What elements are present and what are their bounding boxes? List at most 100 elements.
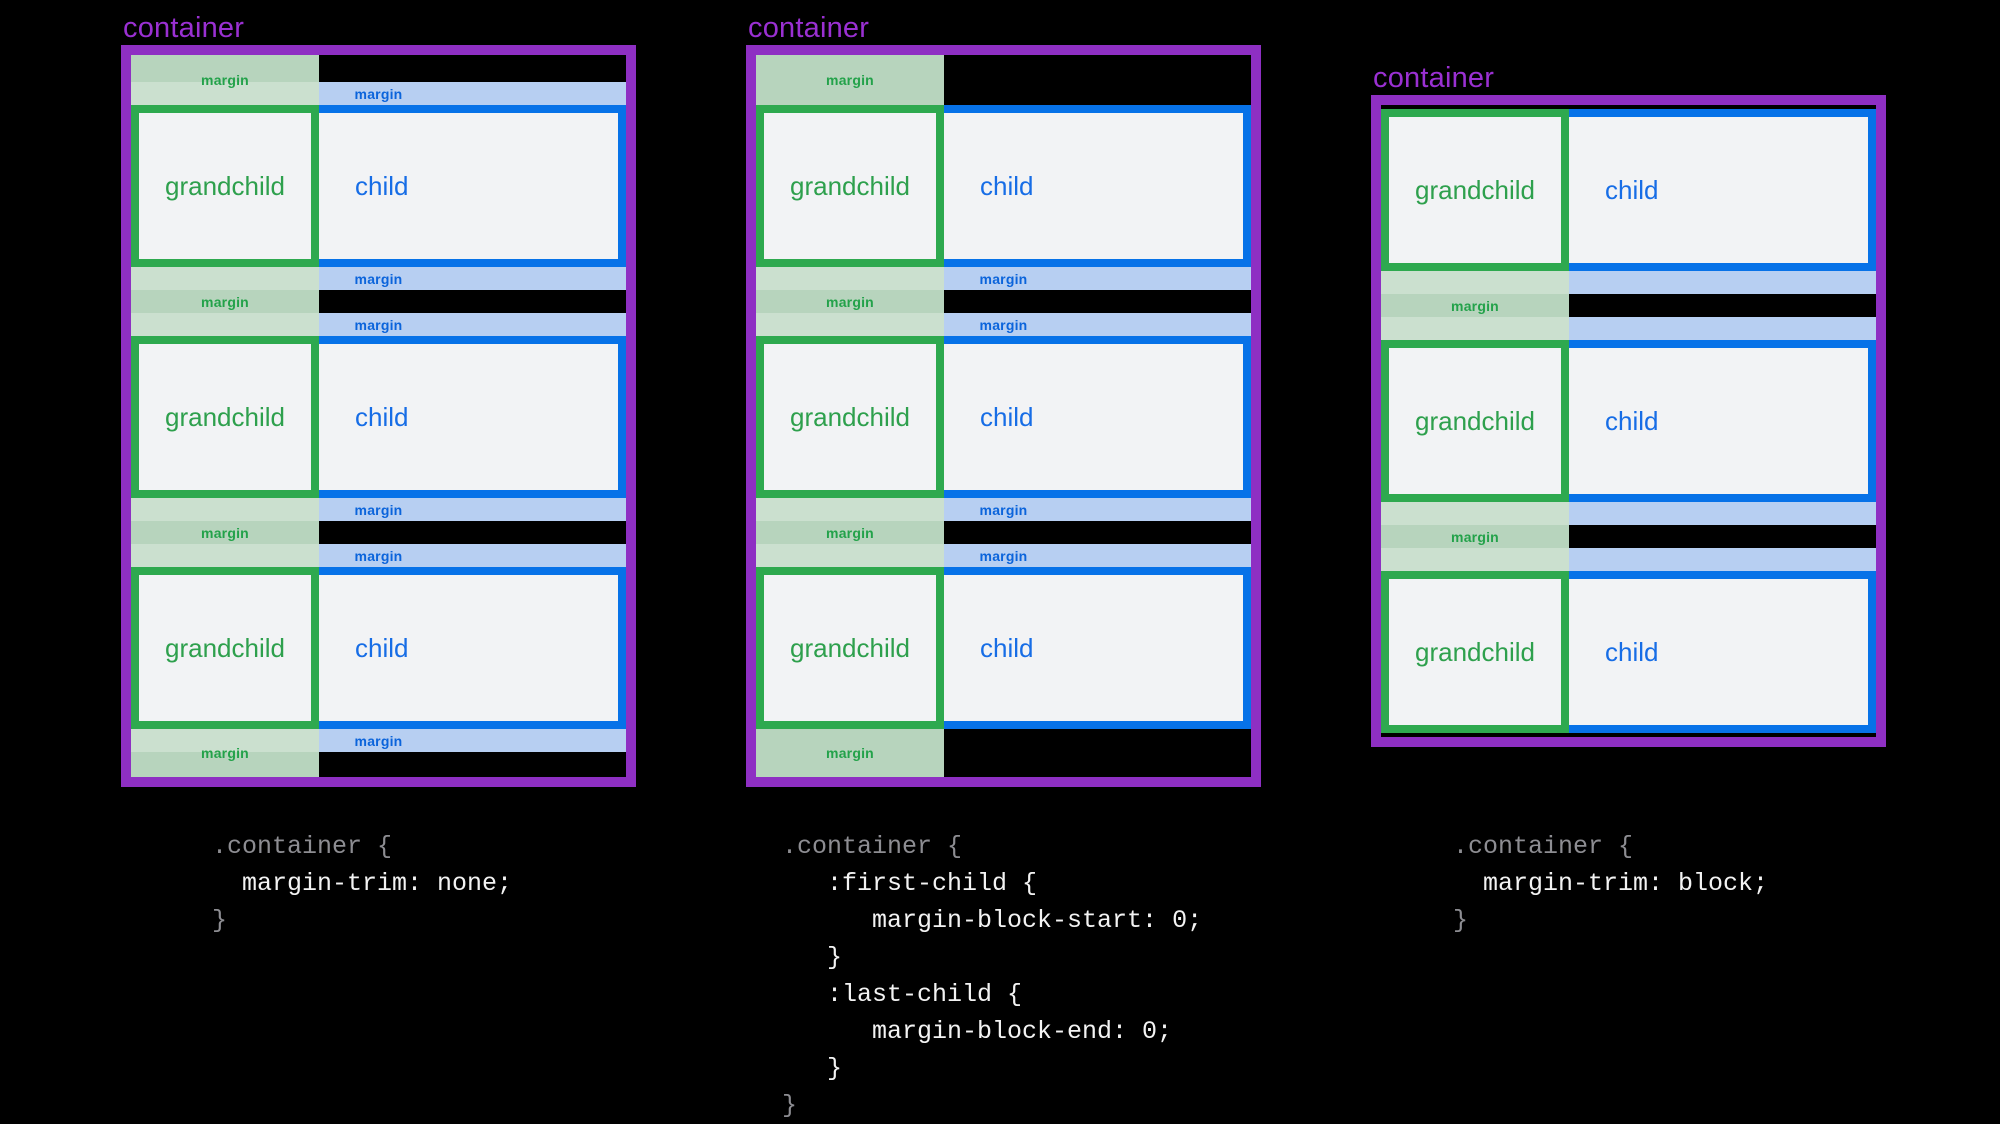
- grandchild-label: grandchild: [1415, 636, 1535, 667]
- grandchild-margin-strip: [1381, 271, 1569, 294]
- grandchild-margin-strip: [131, 55, 319, 82]
- grandchild-margin-label: margin: [826, 72, 874, 88]
- grandchild-margin-strip: [131, 521, 319, 544]
- code-line: margin-block-start: 0;: [782, 906, 1203, 935]
- child-label: child: [980, 170, 1034, 201]
- grandchild-label: grandchild: [1415, 174, 1535, 205]
- code-line: }: [1453, 906, 1469, 935]
- child-margin-label: margin: [354, 501, 403, 518]
- grandchild-margin-label: margin: [826, 293, 874, 310]
- code-line: }: [782, 1054, 843, 1083]
- child-margin-strip: [944, 313, 1251, 336]
- grandchild-margin-strip: [756, 267, 944, 290]
- grandchild-margin-label: margin: [826, 524, 874, 541]
- code-line: }: [212, 906, 228, 935]
- grandchild-margin-strip: [131, 544, 319, 567]
- code-line: .container {: [782, 832, 963, 861]
- code-block: .container { margin-trim: block;}: [1453, 828, 1768, 939]
- grandchild-margin-label: margin: [826, 745, 874, 761]
- child-margin-strip: [1569, 502, 1876, 525]
- child-margin-label: margin: [979, 316, 1028, 333]
- code-line: }: [782, 943, 843, 972]
- grandchild-box: grandchild: [756, 105, 944, 267]
- code-line: margin-block-end: 0;: [782, 1017, 1173, 1046]
- grandchild-margin-strip: [756, 55, 944, 105]
- row: child grandchild: [756, 336, 1251, 498]
- row: child grandchild: [756, 105, 1251, 267]
- margin-gap: margin margin margin: [756, 498, 1251, 567]
- grandchild-box: grandchild: [131, 336, 319, 498]
- grandchild-label: grandchild: [165, 401, 285, 432]
- collapsed-gap-black: [1569, 105, 1876, 109]
- grandchild-margin-strip: [131, 313, 319, 336]
- child-margin-strip: [1569, 548, 1876, 571]
- child-label: child: [980, 401, 1034, 432]
- grandchild-box: grandchild: [131, 567, 319, 729]
- grandchild-margin-strip: [756, 729, 944, 777]
- collapsed-gap-black: [319, 521, 626, 544]
- margin-gap: margin margin margin: [756, 267, 1251, 336]
- collapsed-gap-black: [319, 752, 626, 777]
- child-label: child: [355, 401, 409, 432]
- row: child grandchild: [131, 336, 626, 498]
- grandchild-margin-strip: [1381, 525, 1569, 548]
- code-line: :last-child {: [782, 980, 1023, 1009]
- code-block: .container { margin-trim: none;}: [212, 828, 512, 939]
- code-line: :first-child {: [782, 869, 1038, 898]
- collapsed-gap-black: [944, 55, 1251, 105]
- grandchild-margin-strip: [131, 290, 319, 313]
- child-margin-label: margin: [979, 270, 1028, 287]
- grandchild-margin-label: margin: [201, 524, 249, 541]
- grandchild-box: grandchild: [756, 336, 944, 498]
- grandchild-margin-strip: [131, 82, 319, 105]
- collapsed-gap-black: [1569, 525, 1876, 548]
- grandchild-margin-strip: [1381, 548, 1569, 571]
- grandchild-box: grandchild: [131, 105, 319, 267]
- grandchild-margin-strip: [131, 729, 319, 752]
- grandchild-margin-label: margin: [1451, 297, 1499, 314]
- child-margin-label: margin: [354, 85, 403, 102]
- grandchild-margin-strip: [756, 521, 944, 544]
- grandchild-label: grandchild: [790, 632, 910, 663]
- grandchild-box: grandchild: [1381, 340, 1569, 502]
- margin-gap: margin: [1381, 502, 1876, 571]
- grandchild-margin-strip: [1381, 294, 1569, 317]
- grandchild-margin-strip: [1381, 502, 1569, 525]
- child-label: child: [1605, 405, 1659, 436]
- collapsed-gap-black: [319, 55, 626, 82]
- margin-gap: margin margin margin: [131, 498, 626, 567]
- grandchild-margin-strip: [1381, 317, 1569, 340]
- child-margin-label: margin: [354, 316, 403, 333]
- child-margin-strip: [944, 544, 1251, 567]
- collapsed-gap-black: [944, 521, 1251, 544]
- margin-gap: margin: [756, 55, 1251, 105]
- margin-gap: [1381, 105, 1876, 109]
- child-margin-strip: [319, 82, 626, 105]
- child-margin-strip: [944, 267, 1251, 290]
- child-label: child: [1605, 636, 1659, 667]
- child-label: child: [355, 632, 409, 663]
- container-label: container: [748, 12, 870, 44]
- grandchild-label: grandchild: [790, 401, 910, 432]
- grandchild-label: grandchild: [790, 170, 910, 201]
- margin-gap: [1381, 733, 1876, 737]
- grandchild-box: grandchild: [756, 567, 944, 729]
- code-block: .container { :first-child { margin-block…: [782, 828, 1202, 1124]
- child-margin-label: margin: [354, 732, 403, 749]
- child-margin-strip: [319, 313, 626, 336]
- child-margin-strip: [319, 729, 626, 752]
- collapsed-gap-black: [1569, 294, 1876, 317]
- child-margin-label: margin: [979, 501, 1028, 518]
- grandchild-margin-label: margin: [1451, 528, 1499, 545]
- child-margin-label: margin: [979, 547, 1028, 564]
- child-margin-label: margin: [354, 547, 403, 564]
